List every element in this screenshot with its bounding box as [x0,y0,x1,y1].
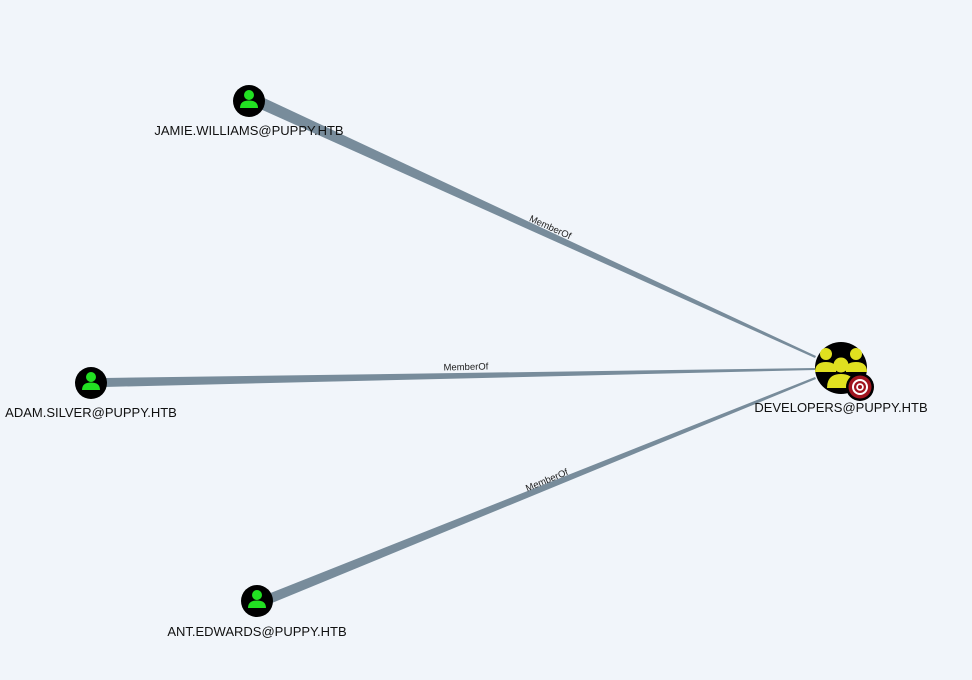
node-label: JAMIE.WILLIAMS@PUPPY.HTB [154,123,343,138]
node-jamie-williams[interactable]: JAMIE.WILLIAMS@PUPPY.HTB [154,85,344,138]
node-adam-silver[interactable]: ADAM.SILVER@PUPPY.HTB [5,367,177,420]
node-ant-edwards[interactable]: ANT.EDWARDS@PUPPY.HTB [167,585,347,639]
node-label: DEVELOPERS@PUPPY.HTB [754,400,927,415]
target-icon [846,373,874,401]
user-icon [240,90,258,108]
node-label: ANT.EDWARDS@PUPPY.HTB [167,624,346,639]
user-icon [82,372,100,390]
nodes-layer: JAMIE.WILLIAMS@PUPPY.HTB ADAM.SILVER@PUP… [5,85,928,639]
node-label: ADAM.SILVER@PUPPY.HTB [5,405,177,420]
edges-layer: MemberOf MemberOf MemberOf [104,97,816,603]
edge-label: MemberOf [443,361,488,373]
user-icon [248,590,266,608]
edge-adam-developers[interactable]: MemberOf [104,361,815,387]
node-developers-group[interactable]: DEVELOPERS@PUPPY.HTB [754,342,928,415]
